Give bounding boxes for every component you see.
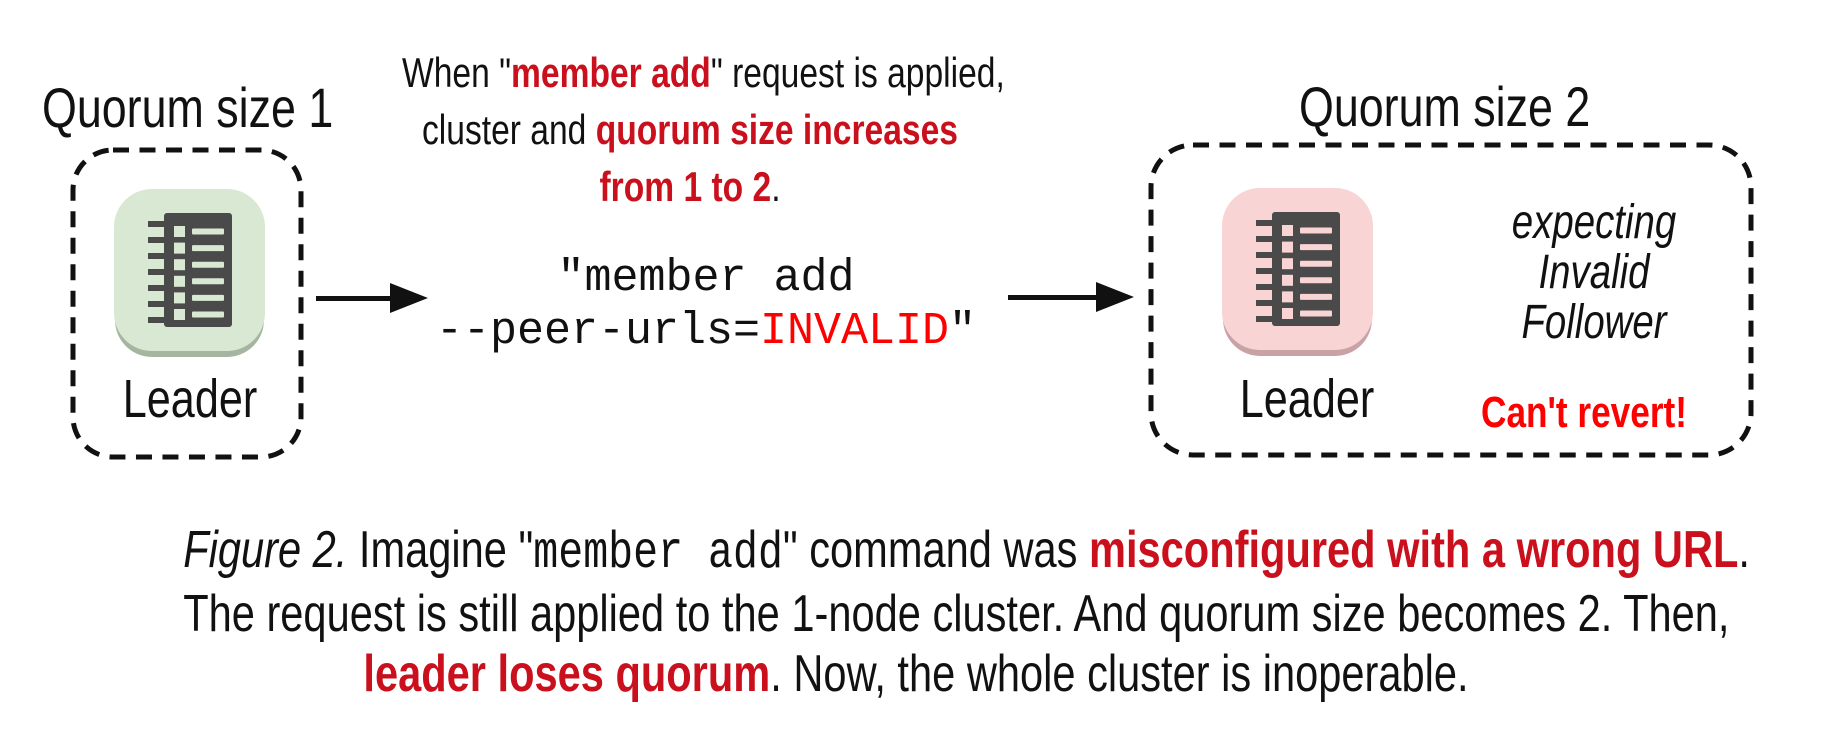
text-line: --peer-urls=INVALID" bbox=[435, 306, 977, 357]
right-cluster-dashed-box bbox=[1148, 142, 1754, 458]
text-line: leader loses quorum. Now, the whole clus… bbox=[363, 645, 1469, 703]
log-list-icon bbox=[147, 213, 232, 327]
leader-node-left bbox=[114, 189, 265, 351]
leader-node-right bbox=[1222, 188, 1373, 350]
left-cluster-title: Quorum size 1 bbox=[42, 76, 334, 139]
leader-node-left-label: Leader bbox=[122, 369, 258, 429]
text-line: Figure 2. Imagine "member add" command w… bbox=[183, 521, 1750, 583]
text-line: cluster and quorum size increases bbox=[422, 106, 958, 153]
arrow-right-icon bbox=[1008, 282, 1134, 312]
member-add-annotation: When "member add" request is applied, clu… bbox=[402, 44, 1005, 215]
text-line: from 1 to 2. bbox=[599, 163, 781, 210]
arrow-right-icon bbox=[316, 283, 428, 313]
text-line: expecting bbox=[1511, 196, 1677, 249]
member-add-command: "member add--peer-urls=INVALID" bbox=[346, 252, 1066, 358]
text-line: Invalid bbox=[1538, 246, 1650, 299]
text-line: The request is still applied to the 1-no… bbox=[183, 585, 1730, 643]
leader-node-right-label: Leader bbox=[1239, 369, 1375, 429]
text-line: Follower bbox=[1521, 296, 1667, 349]
cant-revert-warning: Can't revert! bbox=[1481, 388, 1687, 437]
text-line: "member add bbox=[557, 253, 855, 304]
left-cluster-dashed-box bbox=[70, 147, 304, 460]
text-line: When "member add" request is applied, bbox=[402, 49, 1005, 96]
figure-caption: Figure 2. Imagine "member add" command w… bbox=[183, 520, 1750, 704]
right-cluster-title: Quorum size 2 bbox=[1299, 75, 1591, 138]
log-list-icon bbox=[1255, 212, 1340, 326]
